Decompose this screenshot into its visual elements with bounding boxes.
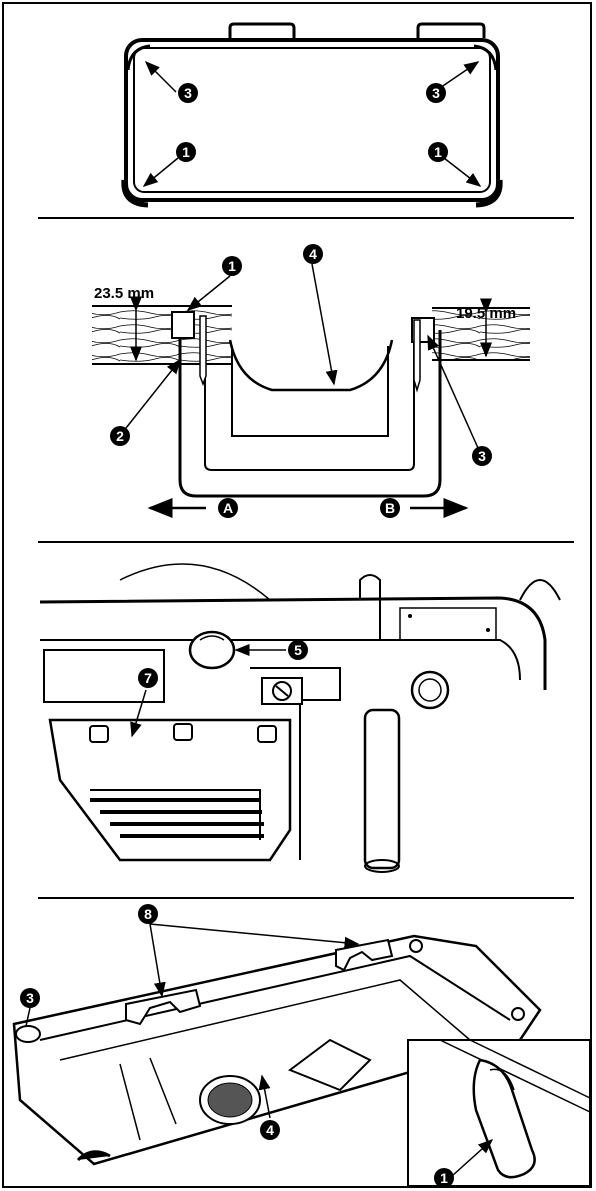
svg-text:B: B: [385, 500, 395, 516]
callout-3-perspective: 3: [20, 988, 40, 1008]
svg-text:3: 3: [478, 448, 486, 464]
table-board-left: [92, 306, 232, 364]
pan-inner-rim: [133, 47, 491, 193]
rubber-cushion-left: [171, 311, 195, 339]
callout-3-section: 3: [472, 446, 492, 466]
pan-section-outer: [178, 330, 442, 498]
callout-4-section: 4: [303, 244, 323, 264]
oil-level-knob: [188, 630, 236, 670]
svg-text:3: 3: [432, 85, 440, 101]
callout-3-top-right: 3: [426, 83, 446, 103]
callout-1-inset: 1: [434, 1168, 454, 1188]
svg-text:8: 8: [144, 906, 152, 922]
support-post: [363, 708, 401, 870]
callout-5-head: 5: [288, 640, 308, 660]
svg-text:1: 1: [182, 144, 190, 160]
callout-a-direction: A: [218, 498, 238, 518]
svg-text:2: 2: [116, 428, 124, 444]
callout-1-bottom-left: 1: [176, 142, 196, 162]
callout-7-head: 7: [138, 668, 158, 688]
svg-text:5: 5: [294, 642, 302, 658]
corner-rubber-br: [475, 179, 503, 208]
svg-text:4: 4: [266, 1122, 274, 1138]
figure-oil-pan-top-view: [121, 22, 503, 208]
figure-cross-section: [92, 263, 530, 518]
callout-3-top-left: 3: [178, 83, 198, 103]
bed-plate: [43, 649, 165, 703]
svg-text:1: 1: [434, 144, 442, 160]
pan-tab-left: [228, 22, 296, 38]
dimension-right: 19.5 mm: [456, 305, 516, 322]
corner-rubber-bl: [121, 179, 149, 208]
callout-2-section: 2: [110, 426, 130, 446]
pan-oil-surface: [228, 339, 394, 392]
pan-tab-right: [416, 22, 486, 38]
svg-text:3: 3: [184, 85, 192, 101]
svg-text:7: 7: [144, 670, 152, 686]
figure-oil-pan-perspective: [12, 923, 542, 1166]
svg-text:1: 1: [228, 258, 236, 274]
callout-4-perspective: 4: [260, 1120, 280, 1140]
oil-tank-cover: [48, 718, 292, 862]
svg-text:1: 1: [440, 1170, 448, 1186]
pan-outline: [124, 38, 500, 202]
bed-edge: [39, 596, 547, 690]
svg-text:4: 4: [309, 246, 317, 262]
figure-machine-head: [39, 563, 561, 873]
svg-text:A: A: [223, 500, 233, 516]
svg-text:3: 3: [26, 990, 34, 1006]
dimension-left: 23.5 mm: [94, 285, 154, 302]
inset-rubber-detail: [407, 1039, 591, 1187]
pan-perspective-outline: [12, 934, 542, 1166]
pan-lug-left: [125, 988, 202, 1026]
callout-b-direction: B: [380, 498, 400, 518]
callout-1-bottom-right: 1: [428, 142, 448, 162]
rubber-cushion-detail: [472, 1058, 536, 1179]
callout-1-section: 1: [222, 256, 242, 276]
callout-8-perspective: 8: [138, 904, 158, 924]
